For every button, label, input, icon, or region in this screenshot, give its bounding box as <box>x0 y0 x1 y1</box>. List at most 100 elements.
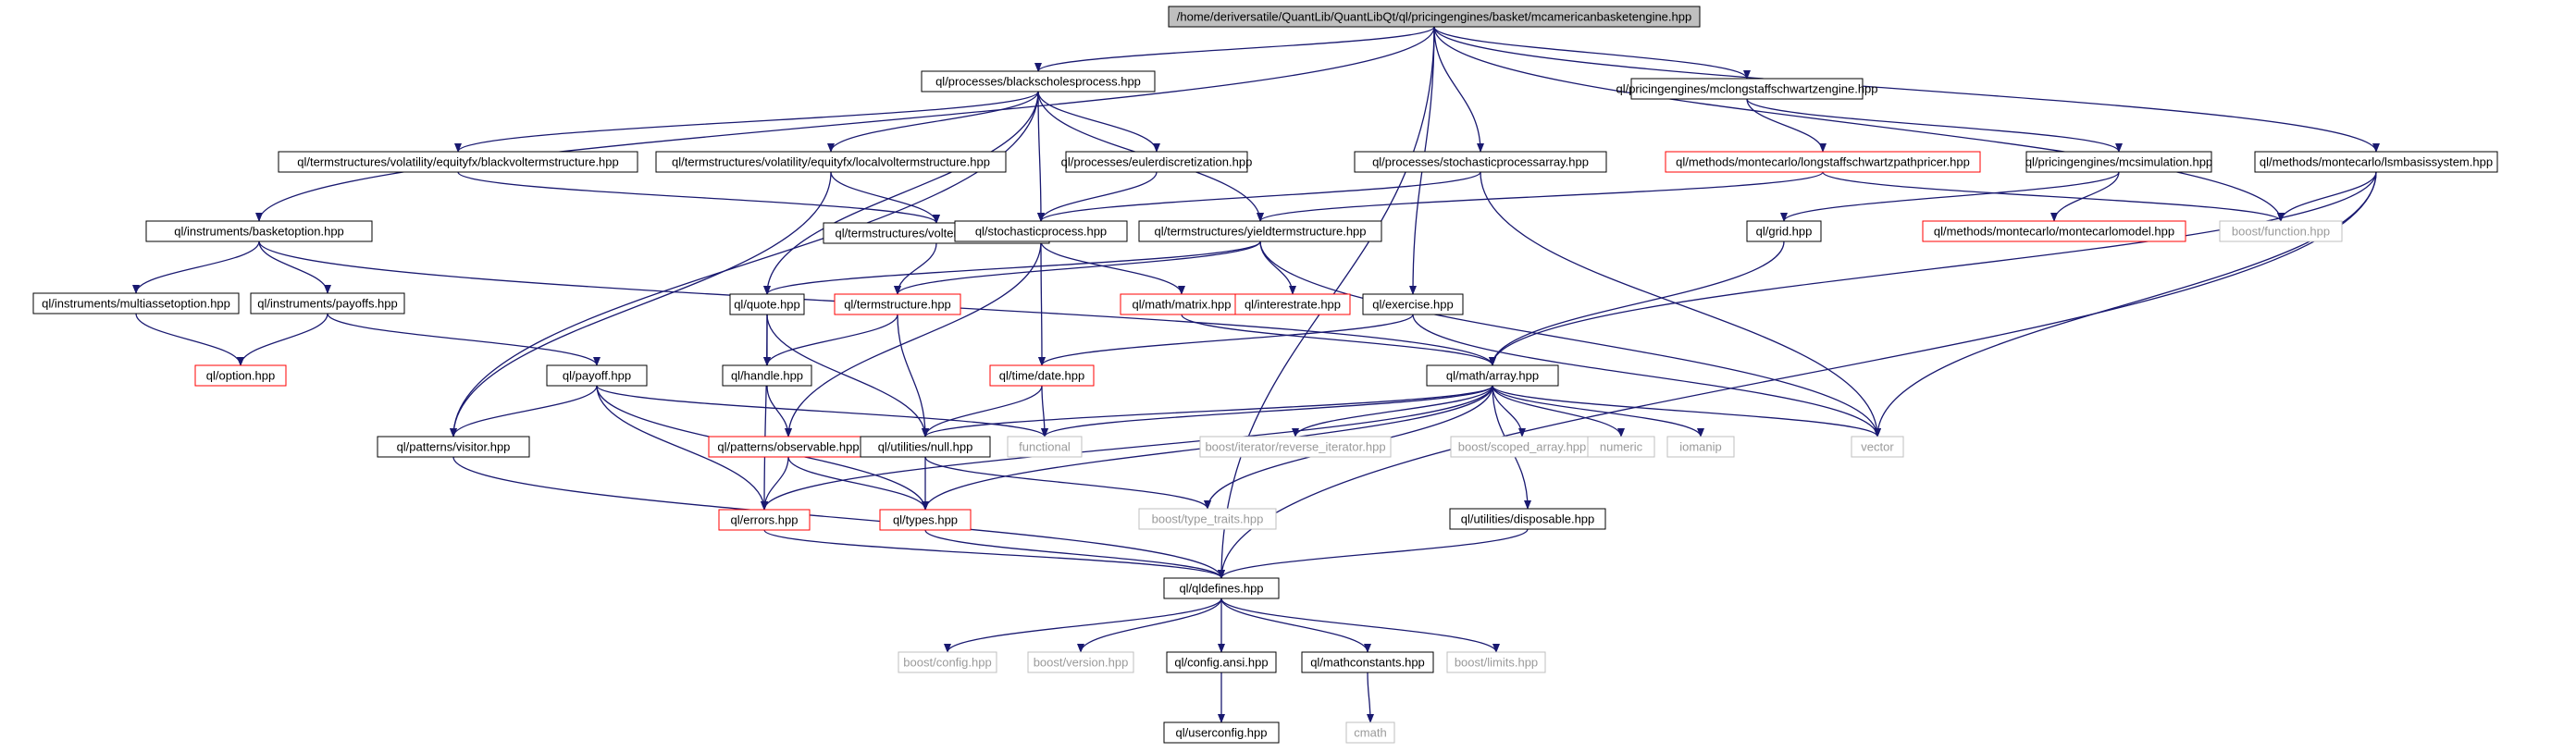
edge-lsmb-to-array <box>1489 171 2377 366</box>
node-blimits[interactable]: boost/limits.hpp <box>1446 651 1546 673</box>
node-errors[interactable]: ql/errors.hpp <box>718 509 811 531</box>
node-label-bversion: boost/version.hpp <box>1034 656 1129 670</box>
node-date[interactable]: ql/time/date.hpp <box>989 364 1095 387</box>
node-lvts[interactable]: ql/termstructures/volatility/equityfx/lo… <box>655 151 1007 173</box>
edges-layer <box>132 26 2380 723</box>
node-label-grid: ql/grid.hpp <box>1756 225 1813 239</box>
node-revit[interactable]: boost/iterator/reverse_iterator.hpp <box>1199 436 1392 458</box>
node-label-array: ql/math/array.hpp <box>1446 369 1539 383</box>
node-box-functional <box>1007 436 1083 458</box>
edge-qldefines-to-bconfig <box>944 598 1222 653</box>
node-box-root <box>1168 6 1701 28</box>
node-functional[interactable]: functional <box>1007 436 1083 458</box>
node-visitor[interactable]: ql/patterns/visitor.hpp <box>377 436 530 458</box>
node-box-bvts <box>278 151 638 173</box>
node-handle[interactable]: ql/handle.hpp <box>722 364 812 387</box>
node-grid[interactable]: ql/grid.hpp <box>1746 220 1822 242</box>
node-label-exercise: ql/exercise.hpp <box>1372 298 1453 312</box>
node-box-types <box>879 509 972 531</box>
edge-array-to-null <box>922 385 1493 438</box>
node-label-quote: ql/quote.hpp <box>734 298 800 312</box>
edge-root-to-bopt <box>255 26 1435 222</box>
node-userconfig[interactable]: ql/userconfig.hpp <box>1163 721 1280 744</box>
node-mao[interactable]: ql/instruments/multiassetoption.hpp <box>32 292 240 314</box>
node-label-bconfig: boost/config.hpp <box>903 656 991 670</box>
node-types[interactable]: ql/types.hpp <box>879 509 972 531</box>
node-box-sp <box>954 220 1128 242</box>
node-payoff[interactable]: ql/payoff.hpp <box>546 364 648 387</box>
node-box-bopt <box>145 220 373 242</box>
node-label-mcm: ql/methods/montecarlo/montecarlomodel.hp… <box>1934 225 2174 239</box>
edge-ts-to-null <box>897 314 929 438</box>
node-null[interactable]: ql/utilities/null.hpp <box>860 436 991 458</box>
node-bfunc[interactable]: boost/function.hpp <box>2219 220 2343 242</box>
node-mcsim[interactable]: ql/pricingengines/mcsimulation.hpp <box>2025 151 2212 173</box>
node-numeric[interactable]: numeric <box>1587 436 1655 458</box>
node-box-grid <box>1746 220 1822 242</box>
node-euler[interactable]: ql/processes/eulerdiscretization.hpp <box>1061 151 1253 173</box>
node-mclse[interactable]: ql/pricingengines/mclongstaffschwartzeng… <box>1616 78 1878 100</box>
node-ttraits[interactable]: boost/type_traits.hpp <box>1138 508 1277 530</box>
node-spa[interactable]: ql/processes/stochasticprocessarray.hpp <box>1354 151 1607 173</box>
node-payoffs[interactable]: ql/instruments/payoffs.hpp <box>250 292 405 314</box>
node-bconfig[interactable]: boost/config.hpp <box>898 651 997 673</box>
node-option[interactable]: ql/option.hpp <box>194 364 287 387</box>
edge-lsmb-to-bfunc <box>2277 171 2377 222</box>
node-label-lvts: ql/termstructures/volatility/equityfx/lo… <box>672 155 990 169</box>
node-box-disposable <box>1449 508 1606 530</box>
node-configansi[interactable]: ql/config.ansi.hpp <box>1166 651 1277 673</box>
node-bversion[interactable]: boost/version.hpp <box>1027 651 1134 673</box>
edge-root-to-bfunc <box>1433 26 2285 222</box>
node-cmath[interactable]: cmath <box>1345 721 1395 744</box>
node-irate[interactable]: ql/interestrate.hpp <box>1234 293 1351 315</box>
node-label-errors: ql/errors.hpp <box>731 513 799 527</box>
node-yts[interactable]: ql/termstructures/yieldtermstructure.hpp <box>1138 220 1382 242</box>
node-box-visitor <box>377 436 530 458</box>
edge-payoff-to-visitor <box>450 385 598 438</box>
node-array[interactable]: ql/math/array.hpp <box>1426 364 1559 387</box>
edge-lspp-to-yts <box>1257 171 1824 222</box>
node-label-payoffs: ql/instruments/payoffs.hpp <box>257 297 398 311</box>
node-sarray[interactable]: boost/scoped_array.hpp <box>1450 436 1594 458</box>
edge-payoffs-to-option <box>237 313 328 366</box>
node-matrix[interactable]: ql/math/matrix.hpp <box>1120 293 1244 315</box>
node-vector[interactable]: vector <box>1851 436 1904 458</box>
node-lspp[interactable]: ql/methods/montecarlo/longstaffschwartzp… <box>1665 151 1981 173</box>
node-disposable[interactable]: ql/utilities/disposable.hpp <box>1449 508 1606 530</box>
node-box-ts <box>834 293 961 315</box>
edge-matrix-to-array <box>1181 314 1496 366</box>
edge-observable-to-types <box>787 456 929 511</box>
node-sp[interactable]: ql/stochasticprocess.hpp <box>954 220 1128 242</box>
edge-mcsim-to-mcm <box>2050 171 2120 222</box>
node-bopt[interactable]: ql/instruments/basketoption.hpp <box>145 220 373 242</box>
node-box-quote <box>729 293 805 315</box>
node-lsmb[interactable]: ql/methods/montecarlo/lsmbasissystem.hpp <box>2254 151 2498 173</box>
node-mcm[interactable]: ql/methods/montecarlo/montecarlomodel.hp… <box>1922 220 2186 242</box>
node-quote[interactable]: ql/quote.hpp <box>729 293 805 315</box>
node-box-yts <box>1138 220 1382 242</box>
edge-yts-to-vector <box>1259 240 1881 438</box>
node-box-lsmb <box>2254 151 2498 173</box>
node-label-userconfig: ql/userconfig.hpp <box>1175 726 1267 740</box>
node-ts[interactable]: ql/termstructure.hpp <box>834 293 961 315</box>
node-bvts[interactable]: ql/termstructures/volatility/equityfx/bl… <box>278 151 638 173</box>
node-box-numeric <box>1587 436 1655 458</box>
node-box-bconfig <box>898 651 997 673</box>
edge-observable-to-errors <box>761 456 789 511</box>
edge-qldefines-to-bversion <box>1077 598 1222 653</box>
node-qldefines[interactable]: ql/qldefines.hpp <box>1163 577 1280 599</box>
node-label-ttraits: boost/type_traits.hpp <box>1152 512 1264 526</box>
edge-quote-to-errors <box>761 314 769 511</box>
node-bsp[interactable]: ql/processes/blackscholesprocess.hpp <box>921 70 1156 92</box>
edge-date-to-functional <box>1040 385 1048 438</box>
node-root[interactable]: /home/deriversatile/QuantLib/QuantLibQt/… <box>1168 6 1701 28</box>
node-mathconst[interactable]: ql/mathconstants.hpp <box>1301 651 1434 673</box>
node-box-mcsim <box>2025 151 2212 173</box>
node-observable[interactable]: ql/patterns/observable.hpp <box>708 436 869 458</box>
edge-spa-to-sp <box>1037 171 1481 222</box>
node-iomanip[interactable]: iomanip <box>1666 436 1735 458</box>
edge-exercise-to-vector <box>1412 314 1881 438</box>
node-exercise[interactable]: ql/exercise.hpp <box>1362 293 1464 315</box>
node-label-spa: ql/processes/stochasticprocessarray.hpp <box>1372 155 1589 169</box>
